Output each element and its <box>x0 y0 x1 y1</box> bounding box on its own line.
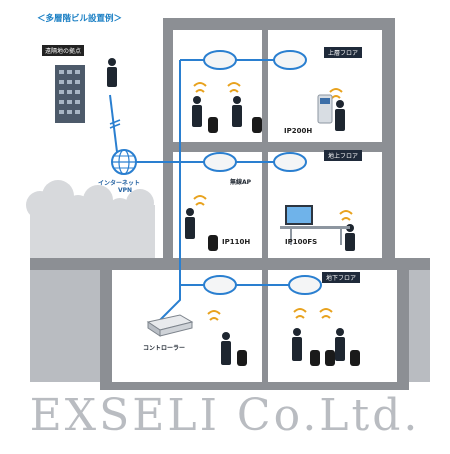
person-upper-3 <box>335 100 345 131</box>
ip200h-device-icon <box>317 94 333 124</box>
ap-ground-right <box>273 152 307 172</box>
ap-upper-left <box>203 50 237 70</box>
internet-globe-icon <box>111 149 137 175</box>
access-point-icons <box>203 50 322 295</box>
ap-upper-right <box>273 50 307 70</box>
ap-ground-left <box>203 152 237 172</box>
internet-label: インターネット <box>98 180 141 187</box>
page-title: ＜多層階ビル設置例＞ <box>37 14 123 24</box>
floor-label-basement: 地下フロア <box>322 272 361 283</box>
device-label-ip200h: IP200H <box>284 127 313 135</box>
wifi-wave-icons <box>193 82 353 321</box>
device-label-ip110h: IP110H <box>222 238 251 246</box>
person-upper-2 <box>232 96 242 127</box>
person-ground-1 <box>185 208 195 239</box>
controller-device-icon <box>146 314 194 337</box>
controller-label: コントローラー <box>143 345 186 352</box>
cable-break-marks <box>109 119 121 129</box>
ap-basement-left <box>203 275 237 295</box>
person-basement-3 <box>335 328 345 361</box>
ap-basement-right <box>288 275 322 295</box>
floor-label-upper: 上層フロア <box>324 47 363 58</box>
person-remote <box>107 58 117 87</box>
remote-office-building <box>55 65 85 123</box>
ip100fs-desk-icon <box>280 205 350 245</box>
floor-label-ground: 地上フロア <box>324 150 363 161</box>
intercom-devices <box>208 117 360 366</box>
building <box>30 18 430 390</box>
company-logo: EXSELI Co.Ltd. <box>29 390 421 441</box>
device-label-ip100fs: IP100FS <box>285 238 318 246</box>
remote-office-label: 遠隔地の拠点 <box>42 45 85 56</box>
person-basement-1 <box>221 332 231 365</box>
person-basement-2 <box>292 328 302 361</box>
network-cables <box>109 59 290 321</box>
wireless-ap-label: 無線AP <box>230 179 252 186</box>
background-trees <box>26 180 155 265</box>
vpn-label: VPN <box>118 187 133 194</box>
person-upper-1 <box>192 96 202 127</box>
